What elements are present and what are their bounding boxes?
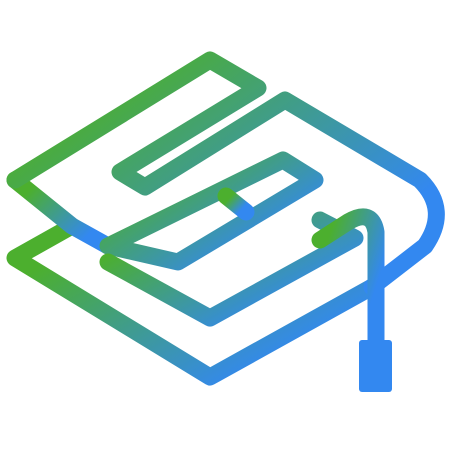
tassel-end [359,340,392,392]
cap-lower-board [6,217,381,386]
cap-inner-divider [217,187,255,221]
cap-serpentine-band [6,51,445,296]
tassel-cord [311,208,385,354]
cap-left-edge [6,171,117,255]
cap-outline [6,51,445,386]
